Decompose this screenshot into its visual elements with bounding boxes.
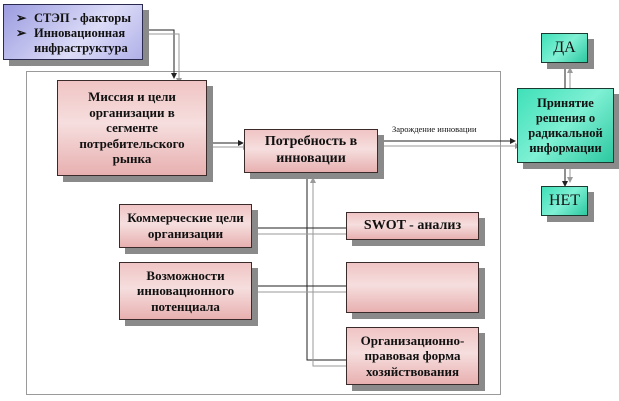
external-factors-box: ➢СТЭП - факторы ➢Инновационная инфрастру…: [3, 4, 143, 60]
empty-box: [346, 262, 479, 313]
edge-label-innovation-origin: Зарождение инновации: [392, 124, 477, 134]
commercial-goals-box: Коммерческие цели организации: [119, 204, 252, 248]
decision-box: Принятие решения о радикальной информаци…: [517, 88, 614, 163]
swot-box: SWOT - анализ: [346, 212, 479, 240]
no-box: НЕТ: [541, 186, 588, 216]
outer-frame: [26, 71, 501, 395]
need-box: Потребность в инновации: [244, 129, 378, 173]
arrow-bullet-icon: ➢: [16, 26, 27, 40]
mission-box: Миссия и цели организации в сегменте пот…: [57, 80, 207, 176]
legal-form-box: Организационно-правовая форма хозяйствов…: [346, 327, 479, 385]
external-factor-item: ➢Инновационная инфраструктура: [16, 26, 128, 55]
yes-box: ДА: [541, 33, 588, 63]
external-factor-item: ➢СТЭП - факторы: [16, 11, 132, 25]
innovation-potential-box: Возможности инновационного потенциала: [119, 262, 252, 320]
arrow-bullet-icon: ➢: [16, 11, 27, 25]
